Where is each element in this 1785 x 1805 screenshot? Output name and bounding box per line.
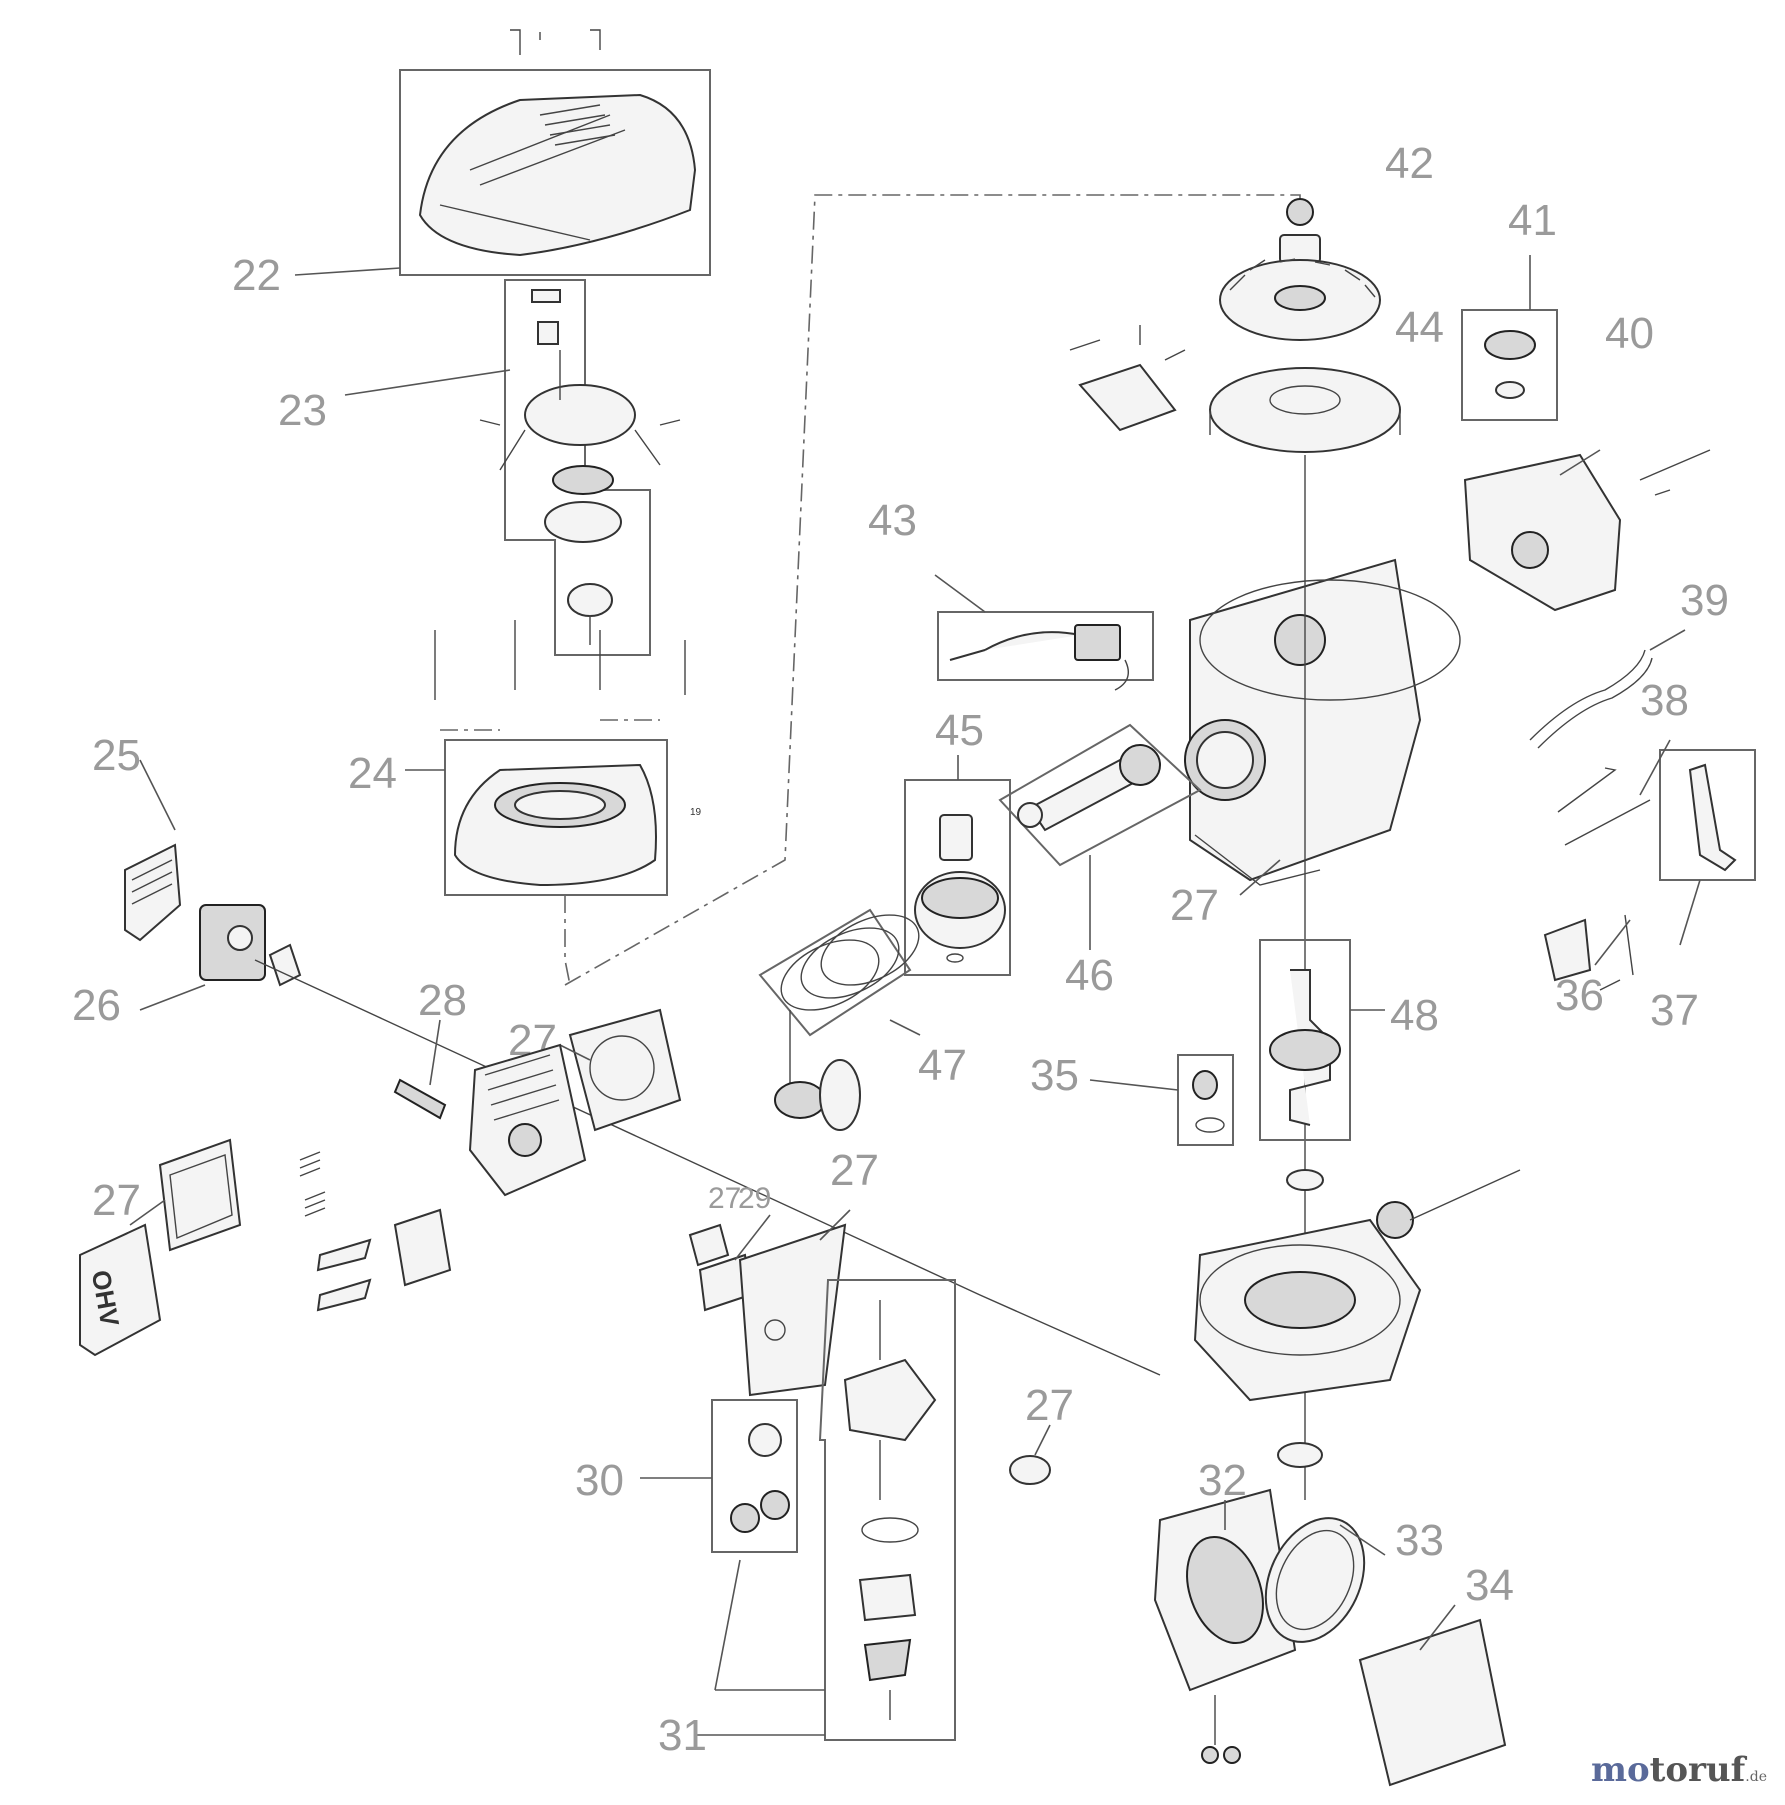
callout-34: 34 bbox=[1465, 1561, 1514, 1610]
callout-27-intake-gasket: 27 bbox=[708, 1182, 741, 1215]
callout-40: 40 bbox=[1605, 309, 1654, 358]
callout-31: 31 bbox=[658, 1711, 707, 1760]
part-24-blower-housing: 19 bbox=[434, 620, 702, 986]
part-46-connecting-rod bbox=[998, 723, 1202, 867]
part-22-engine-cover bbox=[399, 29, 711, 276]
callout-22: 22 bbox=[232, 251, 281, 300]
part-27-valve-cover-gasket bbox=[158, 1138, 242, 1252]
part-valve-springs bbox=[299, 1151, 452, 1312]
callout-23: 23 bbox=[278, 386, 327, 435]
part-40-fuel-tank bbox=[1463, 449, 1711, 612]
part-27-intake-gasket bbox=[688, 1223, 730, 1267]
part-governor-bracket bbox=[1069, 325, 1186, 432]
part-42-flywheel-fan bbox=[1219, 198, 1381, 341]
callout-35: 35 bbox=[1030, 1051, 1079, 1100]
motoruf-watermark: motoruf.de bbox=[1590, 1750, 1767, 1790]
callout-39: 39 bbox=[1680, 576, 1729, 625]
part-43-ignition-coil bbox=[937, 611, 1154, 691]
callout-43: 43 bbox=[868, 496, 917, 545]
part-45-piston-pin bbox=[904, 779, 1011, 976]
callout-44: 44 bbox=[1395, 303, 1444, 352]
part-valve-cover: OHV bbox=[79, 1223, 162, 1357]
part-47-piston-rings bbox=[758, 908, 920, 1037]
part-48-crankshaft bbox=[1259, 939, 1351, 1141]
callout-37: 37 bbox=[1650, 986, 1699, 1035]
part-25-muffler-heat-shield bbox=[124, 843, 182, 942]
callout-33: 33 bbox=[1395, 1516, 1444, 1565]
part-28-spark-plug bbox=[393, 1078, 447, 1120]
callout-45: 45 bbox=[935, 706, 984, 755]
part-32-air-filter-base bbox=[1153, 1488, 1297, 1764]
part-27-air-filter-gasket bbox=[1009, 1455, 1051, 1485]
callout-48: 48 bbox=[1390, 991, 1439, 1040]
callout-28: 28 bbox=[418, 976, 467, 1025]
part-camshaft bbox=[774, 1010, 861, 1131]
part-cylinder-head bbox=[468, 1043, 587, 1197]
part-crankcase-cover bbox=[1193, 1169, 1422, 1468]
part-31-carburetor bbox=[818, 1279, 956, 1741]
part-33-air-filter-element bbox=[1264, 1517, 1366, 1643]
part-governor-gear bbox=[1376, 1169, 1521, 1239]
part-36-control-bracket bbox=[1543, 914, 1634, 991]
callout-27-carb-plate: 27 bbox=[830, 1146, 879, 1195]
part-cylinder-block bbox=[1184, 558, 1461, 882]
callout-32: 32 bbox=[1198, 1456, 1247, 1505]
callout-46: 46 bbox=[1065, 951, 1114, 1000]
part-27-crankcase-gasket bbox=[1194, 834, 1321, 886]
callout-27-air-gasket: 27 bbox=[1025, 1381, 1074, 1430]
part-38-choke-rod bbox=[1557, 767, 1651, 846]
callout-47: 47 bbox=[918, 1041, 967, 1090]
callout-29: 29 bbox=[738, 1182, 771, 1215]
callout-30: 30 bbox=[575, 1456, 624, 1505]
callout-36: 36 bbox=[1555, 971, 1604, 1020]
part-27-carb-gasket-plate bbox=[738, 1223, 847, 1397]
callout-25: 25 bbox=[92, 731, 141, 780]
callout-42: 42 bbox=[1385, 139, 1434, 188]
callout-41: 41 bbox=[1508, 196, 1557, 245]
part-26-muffler bbox=[199, 904, 302, 987]
callout-38: 38 bbox=[1640, 676, 1689, 725]
part-37-throttle-lever bbox=[1659, 749, 1756, 881]
part-34-air-filter-cover bbox=[1358, 1618, 1507, 1787]
part-27-cylinder-head-gasket bbox=[568, 1008, 682, 1132]
part-35-dipstick bbox=[1177, 1054, 1234, 1146]
callout-27-valve-cover-gasket: 27 bbox=[92, 1176, 141, 1225]
callout-24: 24 bbox=[348, 749, 397, 798]
small-mark-19: 19 bbox=[690, 807, 702, 818]
part-41-fuel-cap bbox=[1461, 309, 1558, 421]
callout-27-crankcase-gasket: 27 bbox=[1170, 881, 1219, 930]
part-30-carburetor-small-parts bbox=[711, 1399, 798, 1553]
callout-26: 26 bbox=[72, 981, 121, 1030]
part-39-fuel-line bbox=[1529, 649, 1653, 749]
part-44-flywheel-magnet bbox=[1209, 367, 1401, 453]
part-23-recoil-starter bbox=[479, 279, 681, 656]
